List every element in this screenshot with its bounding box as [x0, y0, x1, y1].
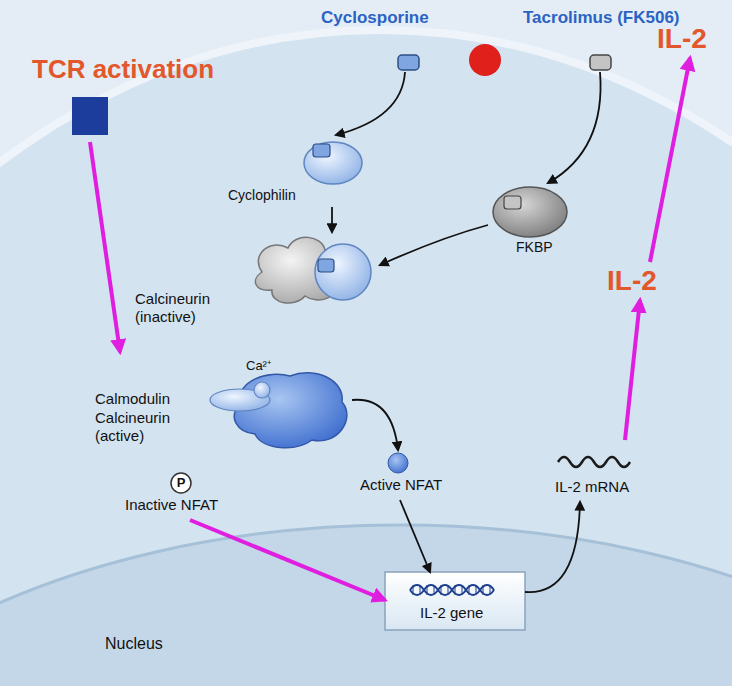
cyclophilin-blob [304, 142, 362, 184]
connector-arrow [650, 58, 690, 262]
stimulus-node: TCR activation [30, 50, 245, 142]
calcium-ion [254, 382, 270, 398]
node-text: P [171, 474, 191, 492]
node-text: Inactive NFAT [125, 496, 218, 514]
node-text: IL-2 [657, 22, 707, 56]
nucleus-outline [0, 525, 732, 686]
phosphate-circle [171, 473, 191, 493]
active-nfat-ball [388, 453, 408, 473]
connector-arrow [400, 500, 430, 572]
calcineurin-bound-complex [315, 244, 371, 300]
connector-arrow [90, 142, 120, 352]
nucleus-region: Nucleus IL-2 gene [0, 520, 732, 686]
cyclophilin-drug [313, 144, 330, 157]
protein-node: FKBP [488, 183, 580, 261]
connector-arrow [190, 520, 385, 600]
connector-arrow [331, 207, 333, 232]
cyclosporine-pill [398, 55, 419, 70]
dna-rungs [413, 585, 490, 595]
mrna-wave [558, 457, 630, 467]
node-text: Ca²⁺ [246, 358, 271, 374]
node-text: Calcineurin (active) [95, 409, 200, 445]
node-text: IL-2 mRNA [555, 478, 629, 496]
gene-box [385, 572, 525, 630]
node-text: Tacrolimus (FK506) [523, 8, 680, 28]
cell-cytoplasm [0, 30, 732, 686]
connector-arrow [380, 225, 488, 265]
tacrolimus-pill [590, 55, 611, 70]
node-text: Calcineurin (inactive) [135, 290, 245, 326]
node-text: Active NFAT [360, 476, 442, 494]
cytokine-label: IL-2 [655, 20, 727, 58]
protein-node: Calcineurin (inactive) [130, 232, 380, 337]
connector-arrow [525, 502, 580, 592]
dna-strand [410, 585, 494, 595]
fkbp-blob [493, 187, 567, 237]
node-text: Calmodulin [95, 390, 170, 408]
connector-arrow [625, 300, 640, 440]
node-text: IL-2 gene [420, 604, 483, 622]
calcineurin-drug [318, 259, 334, 272]
node-text: IL-2 [607, 264, 657, 298]
connector-arrow [352, 400, 398, 450]
mrna-node: IL-2 mRNA [550, 440, 662, 502]
node-text: TCR activation [32, 54, 214, 85]
fkbp-drug [504, 196, 521, 209]
cytokine-label: IL-2 [605, 262, 685, 300]
connector-arrow [336, 72, 405, 135]
transcription-factor-node: P Inactive NFAT [120, 470, 255, 520]
node-text: FKBP [516, 239, 553, 256]
tcr-receptor [72, 97, 108, 135]
protein-complex-node: Ca²⁺ CalmodulinCalcineurin (active) [90, 352, 352, 452]
protein-node: Cyclophilin [225, 135, 365, 207]
node-text: Nucleus [105, 634, 163, 653]
red-dot [469, 44, 501, 76]
dna-strand [410, 585, 494, 595]
connector-arrow [548, 72, 601, 183]
node-text: Cyclophilin [228, 187, 296, 204]
node-text: Cyclosporine [321, 8, 429, 28]
transcription-factor-node: Active NFAT [355, 450, 467, 500]
drug-node: Cyclosporine [318, 6, 442, 72]
gene-box: IL-2 gene [385, 572, 525, 630]
